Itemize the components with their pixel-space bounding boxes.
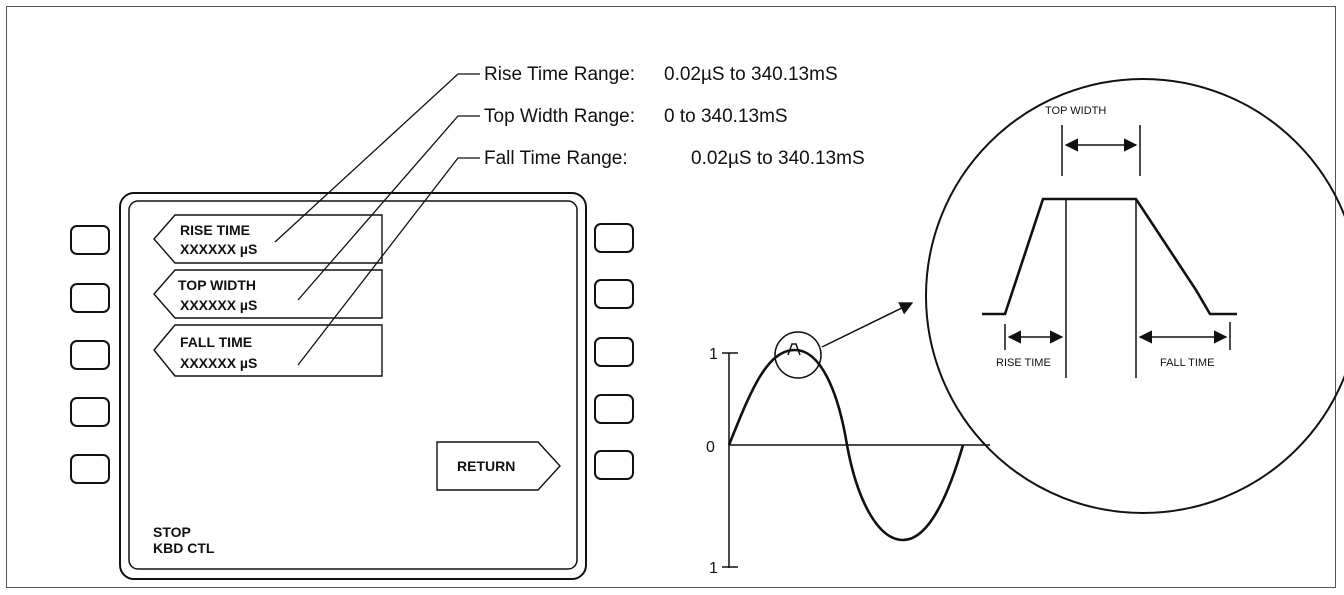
range-labels: Rise Time Range: 0.02µS to 340.13mS Top …: [484, 64, 865, 169]
right-buttons: [594, 223, 634, 480]
left-softkey-button-1[interactable]: [70, 225, 110, 255]
status-stop: STOP: [153, 524, 191, 540]
panel-screen: [128, 200, 578, 570]
fall-leader-line: [297, 157, 480, 366]
left-softkey-button-3[interactable]: [70, 340, 110, 370]
fall-range-value: 0.02µS to 340.13mS: [691, 148, 865, 169]
softkey-fall-time-value: XXXXXX µS: [180, 355, 257, 371]
softkey-top-width-title: TOP WIDTH: [178, 277, 256, 293]
right-softkey-button-2[interactable]: [594, 279, 634, 309]
instrument-panel: [119, 192, 587, 580]
right-softkey-button-1[interactable]: [594, 223, 634, 253]
panel-bezel-outer: [119, 192, 587, 580]
rise-time-label: RISE TIME: [996, 357, 1051, 369]
right-softkey-button-4[interactable]: [594, 394, 634, 424]
zoom-circle-small: [774, 331, 822, 379]
top-width-range-label: Top Width Range:: [484, 106, 635, 127]
softkey-top-width[interactable]: [153, 269, 383, 319]
softkey-return-label: RETURN: [457, 458, 515, 474]
status-kbd-ctl: KBD CTL: [153, 540, 215, 556]
softkey-fall-time-title: FALL TIME: [180, 334, 252, 350]
softkey-return[interactable]: [436, 441, 561, 491]
top-width-range-value: 0 to 340.13mS: [664, 106, 788, 127]
y-label-zero: 0: [706, 439, 715, 456]
y-label-top: 1: [709, 346, 718, 363]
right-softkey-button-3[interactable]: [594, 337, 634, 367]
leader-lines: [274, 73, 480, 366]
fall-time-label: FALL TIME: [1160, 357, 1214, 369]
softkey-rise-time[interactable]: [153, 214, 383, 264]
y-label-bottom: 1: [709, 560, 718, 577]
left-softkey-button-2[interactable]: [70, 283, 110, 313]
softkey-rise-time-title: RISE TIME: [180, 222, 250, 238]
rise-range-label: Rise Time Range:: [484, 64, 635, 85]
softkey-rise-time-value: XXXXXX µS: [180, 241, 257, 257]
pulse-detail: TOP WIDTH RISE TIME FALL TIME: [925, 78, 1344, 514]
fall-range-label: Fall Time Range:: [484, 148, 628, 169]
sine-wave: [727, 348, 965, 542]
top-width-label: TOP WIDTH: [1045, 105, 1106, 117]
screen-softkeys: RISE TIME XXXXXX µS TOP WIDTH XXXXXX µS …: [153, 214, 561, 556]
waveform-plot: 1 0 1: [706, 302, 990, 577]
left-buttons: [70, 225, 110, 484]
pulse-blip: [787, 343, 801, 356]
right-softkey-button-5[interactable]: [594, 450, 634, 480]
softkey-fall-time[interactable]: [153, 324, 383, 377]
left-softkey-button-5[interactable]: [70, 454, 110, 484]
rise-range-value: 0.02µS to 340.13mS: [664, 64, 838, 85]
trapezoid-pulse: [982, 197, 1237, 316]
zoom-arrow: [821, 302, 914, 348]
rise-leader-line: [274, 73, 480, 243]
left-softkey-button-4[interactable]: [70, 397, 110, 427]
zoom-circle-large: [925, 78, 1344, 514]
softkey-top-width-value: XXXXXX µS: [180, 297, 257, 313]
top-width-leader-line: [297, 115, 480, 301]
figure-frame: [6, 6, 1336, 588]
